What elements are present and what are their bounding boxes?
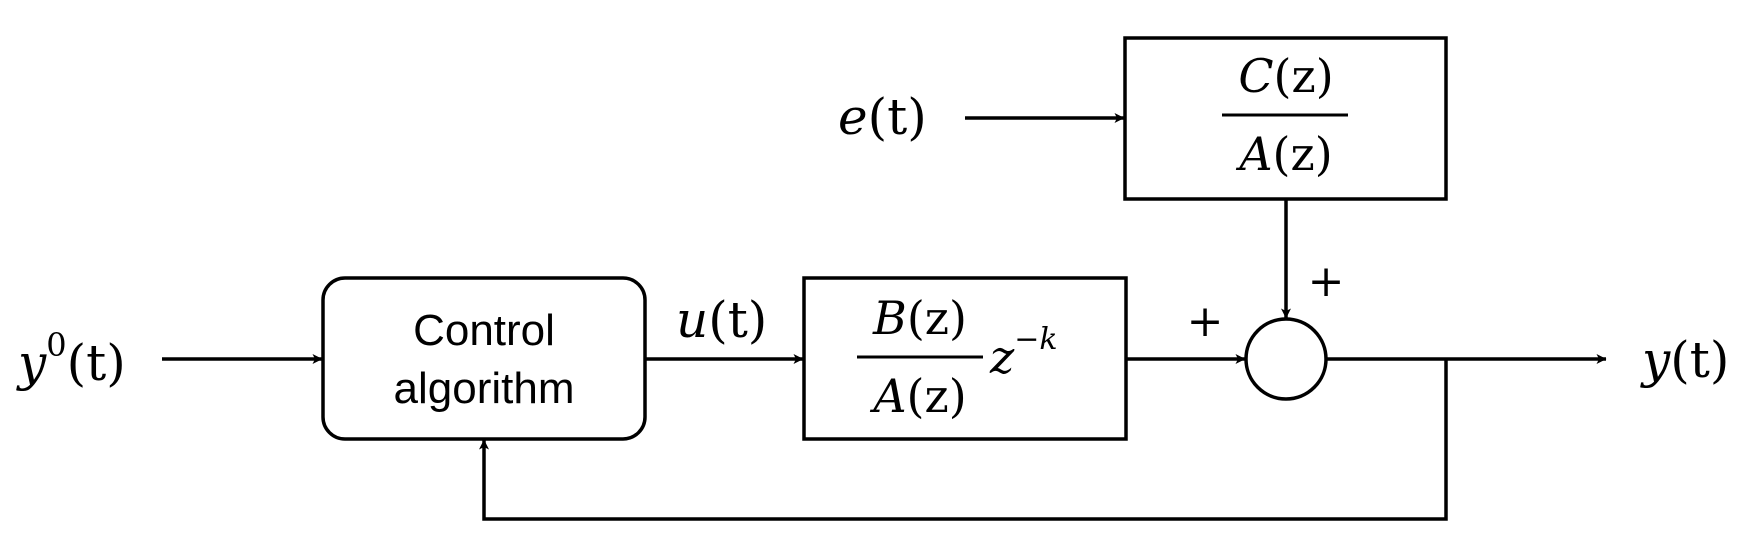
plant-delay-base: z — [989, 330, 1015, 384]
noise-num-base: C — [1238, 49, 1273, 103]
noise-filter-numerator: C(z) — [1238, 49, 1333, 103]
sum-sign-left: + — [1187, 296, 1224, 347]
noise-signal-label: e(t) — [838, 88, 927, 146]
plant-den-base: A — [869, 369, 906, 423]
noise-base: e — [838, 88, 868, 146]
control-arg: (t) — [708, 291, 767, 349]
controller-label-line2: algorithm — [394, 364, 575, 413]
noise-num-arg: (z) — [1274, 49, 1334, 103]
plant-num-arg: (z) — [907, 291, 967, 345]
plant-delay: z−k — [989, 322, 1058, 384]
controller-block — [321, 276, 647, 441]
noise-den-arg: (z) — [1273, 127, 1333, 181]
summing-junction — [1244, 317, 1328, 401]
feedback-path — [479, 359, 1448, 521]
control-base: u — [676, 291, 708, 349]
plant-denominator: A(z) — [869, 369, 966, 423]
control-signal-label: u(t) — [676, 291, 767, 349]
reference-base: y — [16, 334, 47, 392]
output-arg: (t) — [1670, 331, 1729, 389]
plant-numerator: B(z) — [872, 291, 967, 345]
noise-filter-denominator: A(z) — [1235, 127, 1332, 181]
noise-den-base: A — [1235, 127, 1272, 181]
reference-arg: (t) — [67, 334, 126, 392]
output-base: y — [1640, 331, 1671, 389]
reference-signal-label: y0(t) — [16, 326, 126, 392]
output-signal-label: y(t) — [1640, 331, 1729, 389]
plant-den-arg: (z) — [907, 369, 967, 423]
reference-sup: 0 — [46, 326, 66, 364]
controller-label-line1: Control — [413, 306, 555, 355]
sum-sign-top: + — [1308, 256, 1345, 307]
plant-delay-exp: −k — [1014, 322, 1057, 357]
noise-arg: (t) — [868, 88, 927, 146]
noise-filter-block — [1123, 36, 1448, 201]
plant-num-base: B — [872, 291, 907, 345]
